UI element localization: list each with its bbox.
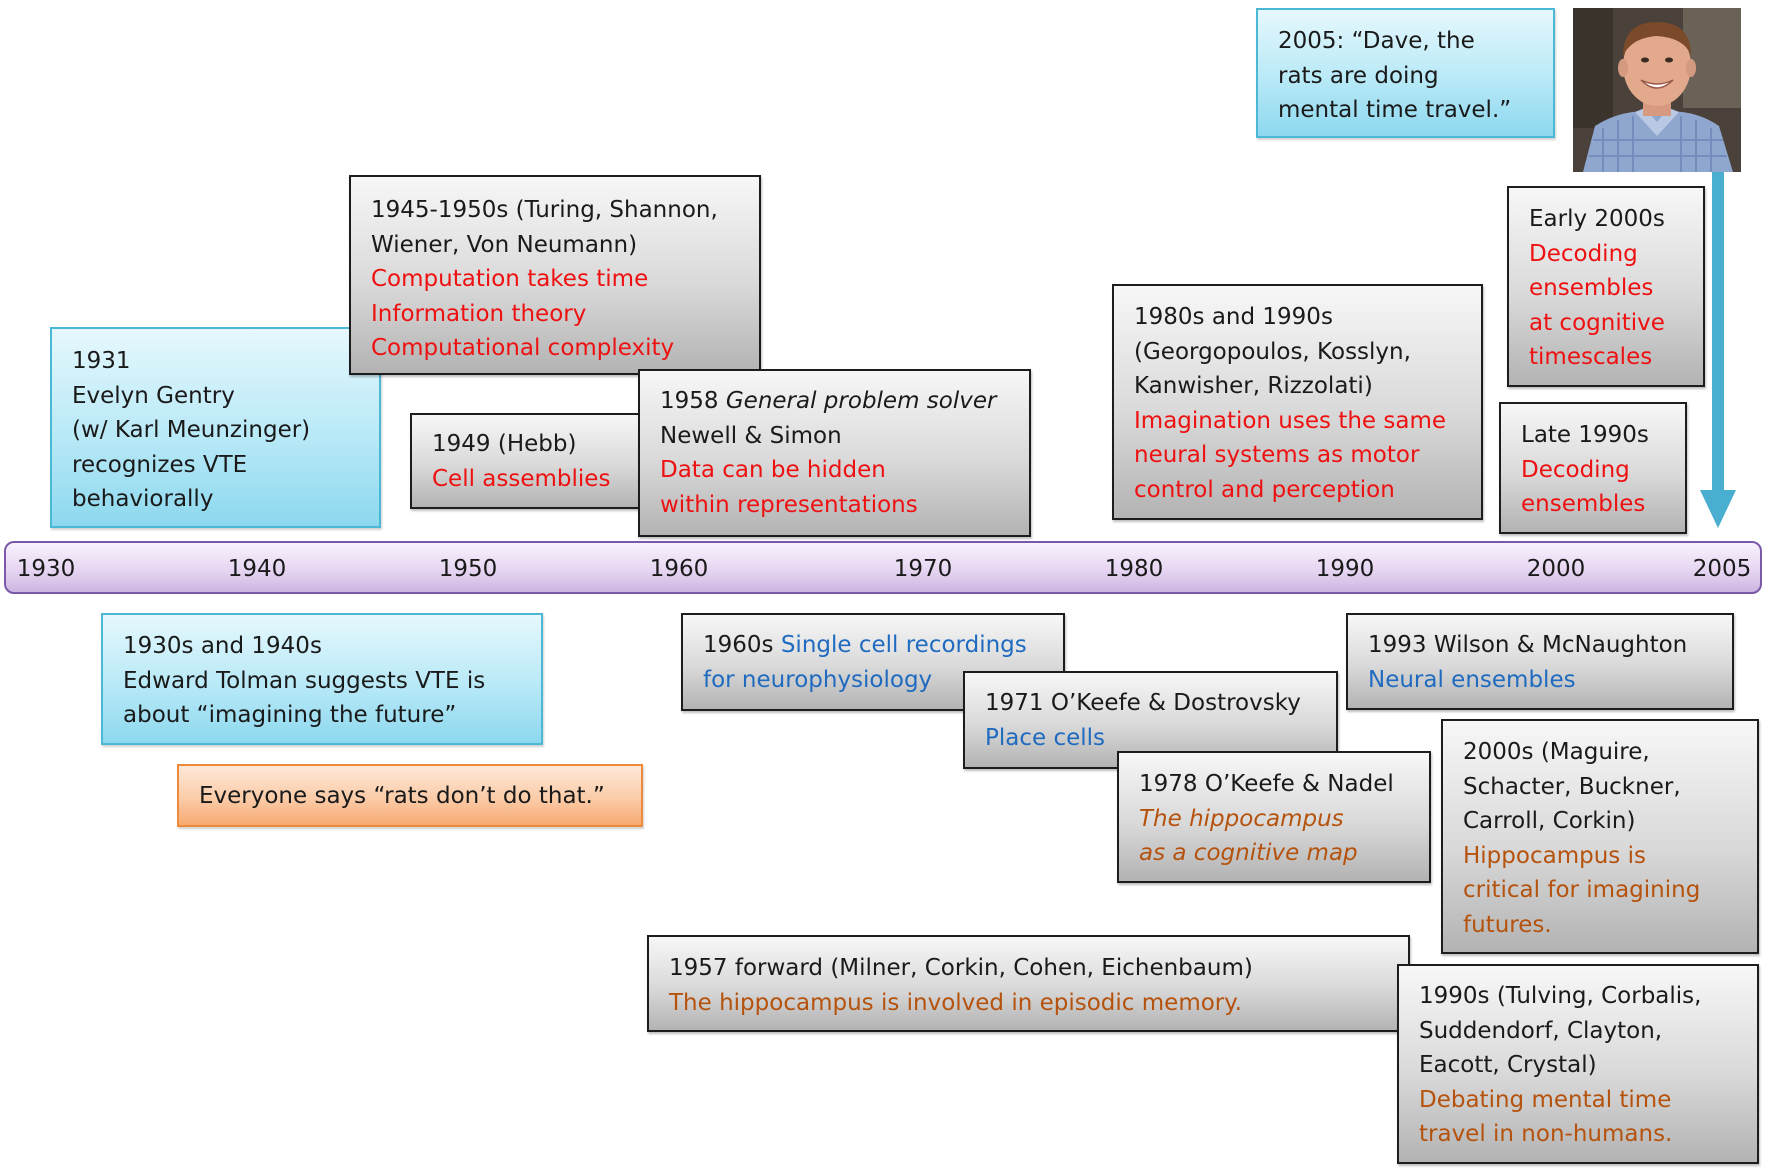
box-early-2000s: Early 2000s Decoding ensembles at cognit… (1507, 186, 1705, 387)
box-1990s-tulving: 1990s (Tulving, Corbalis, Suddendorf, Cl… (1397, 964, 1759, 1164)
line: Neural ensembles (1368, 666, 1576, 693)
tick-1950: 1950 (438, 556, 498, 582)
line: Debating mental time (1419, 1086, 1672, 1113)
box-1980s-georgopoulos: 1980s and 1990s (Georgopoulos, Kosslyn, … (1112, 284, 1483, 520)
line: 1980s and 1990s (1134, 304, 1333, 330)
line: (Georgopoulos, Kosslyn, (1134, 338, 1411, 365)
line: control and perception (1134, 476, 1395, 503)
box-1993-wilson-mcnaughton: 1993 Wilson & McNaughton Neural ensemble… (1346, 613, 1734, 710)
line: recognizes VTE (72, 451, 248, 478)
tick-1960: 1960 (649, 556, 709, 582)
line: Place cells (985, 724, 1106, 751)
line: Decoding (1529, 240, 1638, 267)
box-1978-okeefe-nadel: 1978 O’Keefe & Nadel The hippocampus as … (1117, 751, 1431, 883)
tick-1990: 1990 (1315, 556, 1375, 582)
prefix: 1960s (703, 632, 781, 658)
line: Information theory (371, 300, 587, 327)
line: The hippocampus is involved in episodic … (669, 989, 1242, 1016)
line: 1971 O’Keefe & Dostrovsky (985, 690, 1301, 716)
line: Computation takes time (371, 266, 649, 292)
tick-2000: 2000 (1526, 556, 1586, 582)
line: ensembles (1521, 491, 1646, 517)
line: about “imagining the future” (123, 702, 457, 728)
line: Eacott, Crystal) (1419, 1052, 1597, 1078)
line: futures. (1463, 911, 1552, 938)
line: rats are doing (1278, 62, 1439, 89)
line: Edward Tolman suggests VTE is (123, 667, 486, 694)
title: General problem solver (725, 388, 997, 414)
box-late-1990s: Late 1990s Decoding ensembles (1499, 402, 1687, 534)
tick-1980: 1980 (1104, 556, 1164, 582)
line: 1931 (72, 348, 131, 374)
box-1931-gentry: 1931 Evelyn Gentry (w/ Karl Meunzinger) … (50, 327, 381, 528)
down-arrow-icon (1700, 172, 1736, 528)
box-2000s-maguire: 2000s (Maguire, Schacter, Buckner, Carro… (1441, 719, 1759, 954)
line: 2005: “Dave, the (1278, 28, 1475, 54)
line: neural systems as motor (1134, 442, 1420, 468)
quote-box-2005: 2005: “Dave, the rats are doing mental t… (1256, 8, 1555, 138)
line: timescales (1529, 344, 1653, 370)
box-1949-hebb: 1949 (Hebb) Cell assemblies (410, 413, 655, 509)
line: 1978 O’Keefe & Nadel (1139, 771, 1394, 797)
line: as a cognitive map (1139, 840, 1358, 866)
line: mental time travel.” (1278, 97, 1512, 123)
line: Decoding (1521, 456, 1630, 483)
line: Kanwisher, Rizzolati) (1134, 373, 1373, 399)
line: Schacter, Buckner, (1463, 773, 1681, 800)
line: within representations (660, 491, 918, 518)
line: 1949 (Hebb) (432, 431, 577, 457)
line: ensembles (1529, 275, 1654, 301)
timeline-bar (4, 541, 1762, 594)
tick-1970: 1970 (893, 556, 953, 582)
line: Newell & Simon (660, 422, 842, 449)
line: 1958 General problem solver (660, 384, 1009, 419)
line: 2000s (Maguire, (1463, 739, 1650, 765)
tick-1930: 1930 (16, 556, 76, 582)
line: travel in non-humans. (1419, 1121, 1673, 1147)
line: Data can be hidden (660, 457, 886, 483)
line: for neurophysiology (703, 666, 933, 693)
line: 1960s Single cell recordings (703, 628, 1043, 663)
tick-1940: 1940 (227, 556, 287, 582)
line: Computational complexity (371, 335, 675, 361)
line: 1930s and 1940s (123, 633, 322, 659)
line: Wiener, Von Neumann) (371, 231, 638, 258)
line: at cognitive (1529, 309, 1665, 336)
line: The hippocampus (1139, 805, 1344, 832)
line: Evelyn Gentry (72, 382, 235, 409)
tick-2005: 2005 (1692, 556, 1752, 582)
line: 1957 forward (Milner, Corkin, Cohen, Eic… (669, 955, 1253, 981)
line: Everyone says “rats don’t do that.” (199, 783, 605, 809)
line: 1945-1950s (Turing, Shannon, (371, 197, 718, 223)
line: (w/ Karl Meunzinger) (72, 417, 311, 443)
line: critical for imagining (1463, 877, 1701, 903)
line: 1993 Wilson & McNaughton (1368, 632, 1688, 658)
line: Early 2000s (1529, 206, 1665, 232)
line: Imagination uses the same (1134, 407, 1447, 434)
box-1945-turing: 1945-1950s (Turing, Shannon, Wiener, Von… (349, 175, 761, 375)
year: 1958 (660, 388, 726, 414)
box-1957-milner: 1957 forward (Milner, Corkin, Cohen, Eic… (647, 935, 1410, 1032)
box-everyone-says: Everyone says “rats don’t do that.” (177, 764, 643, 827)
box-1958-gps: 1958 General problem solver Newell & Sim… (638, 369, 1031, 537)
box-1930s-tolman: 1930s and 1940s Edward Tolman suggests V… (101, 613, 543, 745)
line: Carroll, Corkin) (1463, 808, 1636, 834)
line: behaviorally (72, 486, 214, 512)
line: Cell assemblies (432, 465, 611, 492)
line: Suddendorf, Clayton, (1419, 1017, 1663, 1044)
person-photo-illustration (1573, 8, 1741, 172)
highlight: Single cell recordings (780, 632, 1027, 658)
person-photo (1573, 8, 1741, 172)
line: 1990s (Tulving, Corbalis, (1419, 983, 1702, 1009)
line: Late 1990s (1521, 422, 1649, 448)
line: Hippocampus is (1463, 842, 1646, 869)
